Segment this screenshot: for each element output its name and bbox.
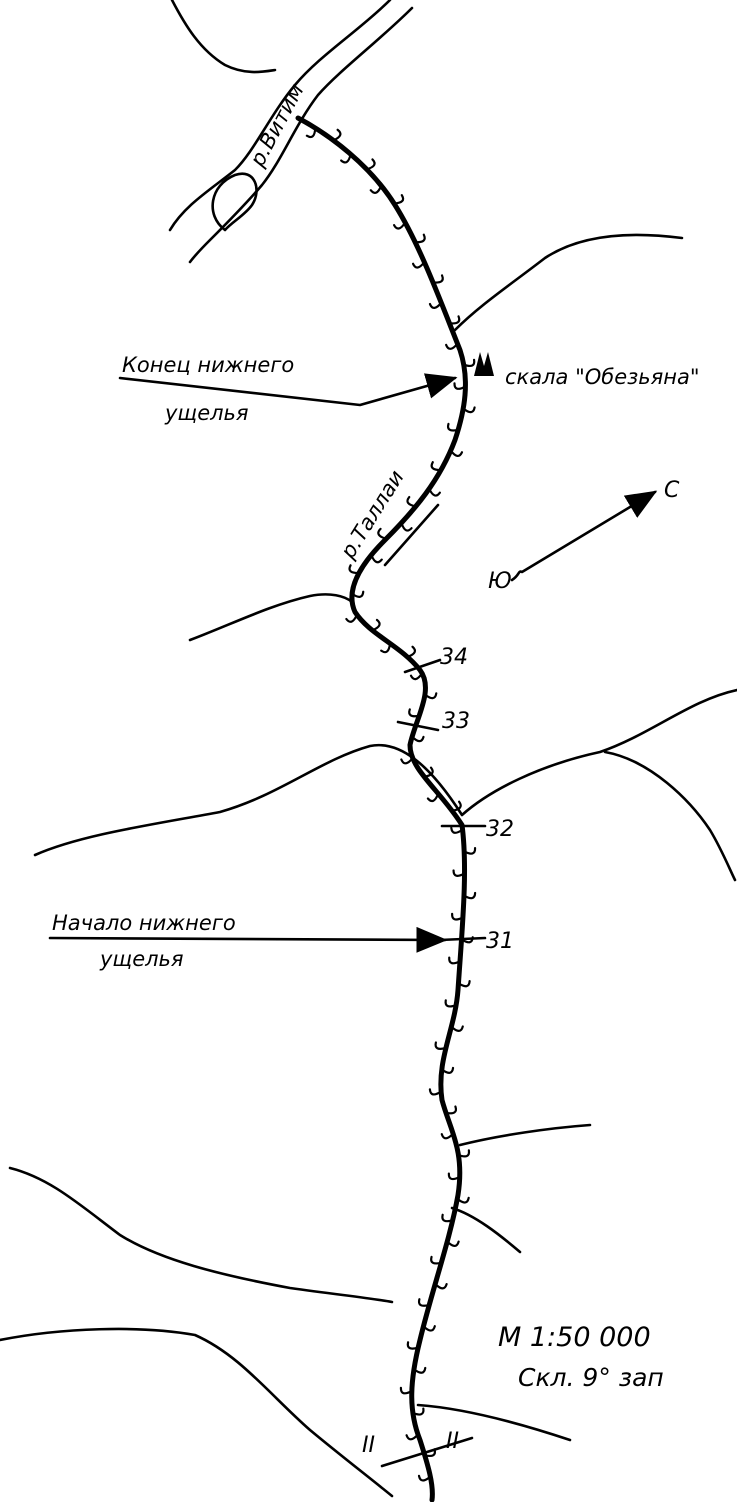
cliff-hachure <box>411 261 426 269</box>
cliff-hachure <box>449 449 464 458</box>
cliff-hachure <box>463 847 477 855</box>
cliff-hachure <box>456 1196 470 1204</box>
end-gorge-label-2: ущелья <box>164 401 249 425</box>
marker-32: 32 <box>486 817 514 842</box>
cliff-hachure <box>428 301 443 309</box>
cliff-hachure <box>410 735 425 743</box>
cliff-hachure <box>446 1240 460 1248</box>
cliff-hachure <box>457 1149 471 1158</box>
cliff-hachure <box>426 792 440 803</box>
cliff-hachure <box>348 564 360 575</box>
cliff-hachure <box>399 1386 413 1395</box>
cliff-hachure <box>345 613 359 623</box>
cliff-hachure <box>447 1172 461 1181</box>
cliff-hachure <box>417 1474 432 1482</box>
cliff-hachure <box>448 315 461 325</box>
cliff-hachure <box>405 1433 420 1441</box>
compass-north-label: С <box>664 478 680 503</box>
declination-label: Скл. 9° зап <box>518 1363 664 1392</box>
cliff-hachure <box>380 642 392 654</box>
cliff-hachure <box>350 590 365 598</box>
section-label-left: II <box>362 1433 375 1458</box>
cliff-hachure <box>440 1132 455 1140</box>
cliff-hachure <box>409 672 424 681</box>
start-gorge-arrow <box>48 926 448 953</box>
end-gorge-arrow <box>118 373 458 407</box>
cliff-hachure <box>451 912 465 921</box>
cliff-hachure <box>444 999 458 1008</box>
cliff-hachure <box>450 800 462 812</box>
cliff-hachure <box>369 184 383 194</box>
cliff-hachure <box>392 194 405 205</box>
cliff-hachure <box>431 274 444 284</box>
cliff-hachure <box>392 221 407 230</box>
cliff-hachure <box>370 553 383 564</box>
cliff-hachure <box>371 618 381 632</box>
end-gorge-label-1: Конец нижнего <box>122 353 294 377</box>
cliff-hachure <box>414 233 426 244</box>
rock-icon <box>474 352 494 376</box>
cliff-hachure <box>430 1255 443 1265</box>
cliff-hachure <box>434 1041 447 1050</box>
section-line <box>380 1436 474 1468</box>
cliff-hachure <box>340 153 352 164</box>
scale-label: М 1:50 000 <box>498 1322 651 1353</box>
cliff-hachure <box>430 461 442 472</box>
cliff-hachure <box>412 1366 427 1374</box>
cliff-hachure <box>411 1407 425 1416</box>
cliff-hachure <box>422 1325 436 1332</box>
cliff-hachure <box>457 980 471 988</box>
cliff-hachure <box>305 126 317 139</box>
cliff-hachure <box>446 422 460 432</box>
cliff-hachure <box>462 406 476 414</box>
cliff-hachure <box>450 1025 464 1032</box>
marker-33: 33 <box>442 709 470 734</box>
compass-arrow-icon <box>510 490 658 582</box>
cliff-hachure <box>450 826 464 834</box>
cliff-hachure <box>452 869 466 877</box>
cliff-hachure <box>445 342 459 350</box>
start-gorge-label-2: ущелья <box>99 947 184 971</box>
cliff-hachure <box>400 756 414 765</box>
cliff-hachure <box>448 956 462 965</box>
marker-ticks <box>396 658 487 942</box>
cliff-hachure <box>377 527 388 540</box>
cliff-hachure <box>406 1341 420 1350</box>
cliff-hachure <box>406 645 417 659</box>
cliff-hachure <box>408 708 421 718</box>
cliff-hachure <box>332 128 342 142</box>
cliff-hachure <box>444 1105 457 1115</box>
marker-34: 34 <box>440 645 468 670</box>
cliff-hachure <box>400 521 413 532</box>
cliff-hachure <box>365 158 376 171</box>
cliff-hachure <box>441 1213 454 1223</box>
rock-label: скала "Обезьяна" <box>505 365 700 389</box>
section-label-right: II <box>446 1429 459 1454</box>
cliff-hachure <box>417 1298 431 1307</box>
route-hachures <box>305 126 477 1482</box>
cliff-hachure <box>462 891 477 900</box>
river-vitim <box>168 0 414 264</box>
cliff-hachure <box>423 766 434 778</box>
cliff-hachure <box>428 1088 443 1096</box>
cliff-hachure <box>428 487 441 497</box>
cliff-hachure <box>462 358 476 367</box>
cliff-hachure <box>434 1282 448 1290</box>
cliff-hachure <box>406 495 417 508</box>
start-gorge-label-1: Начало нижнего <box>52 911 236 935</box>
compass-south-label: Ю <box>488 569 512 594</box>
route-path <box>295 115 477 1502</box>
tallai-stream-line <box>383 503 440 567</box>
cliff-hachure <box>440 1066 455 1074</box>
cliff-hachure <box>423 692 438 700</box>
marker-31: 31 <box>486 929 514 954</box>
terrain-lines <box>0 233 737 1498</box>
